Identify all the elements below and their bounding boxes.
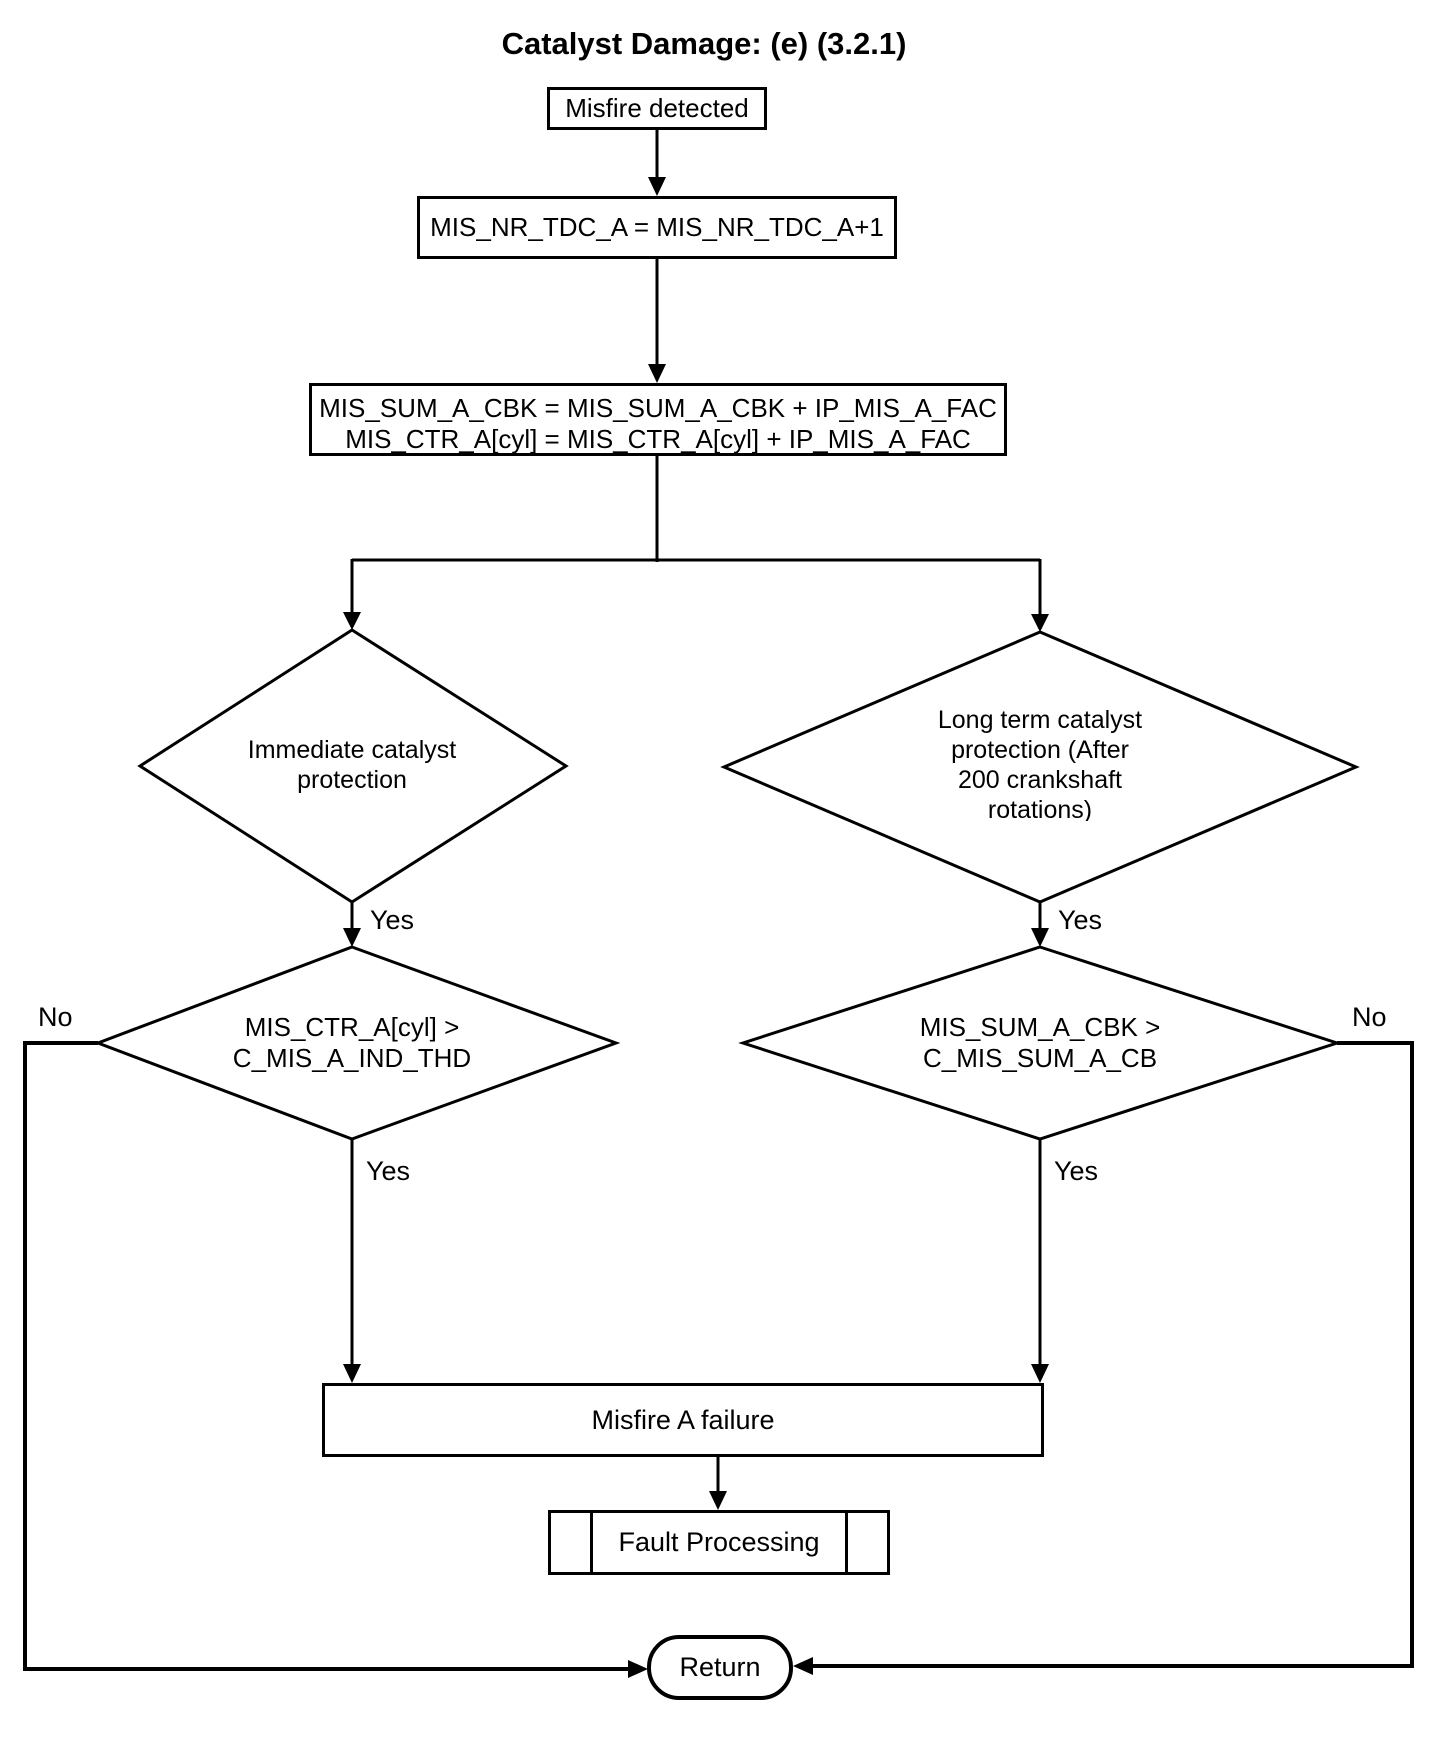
edge-ctr-no bbox=[23, 1041, 629, 1671]
label-longterm-yes: Yes bbox=[1058, 905, 1103, 935]
decision-ctr-threshold-label: MIS_CTR_A[cyl] > C_MIS_A_IND_THD bbox=[212, 1012, 492, 1074]
decision-sum-threshold-label: MIS_SUM_A_CBK > C_MIS_SUM_A_CB bbox=[890, 1012, 1190, 1074]
node-increment-tdc: MIS_NR_TDC_A = MIS_NR_TDC_A+1 bbox=[417, 196, 897, 259]
node-fault-processing: Fault Processing bbox=[548, 1510, 890, 1575]
label-ctr-yes: Yes bbox=[366, 1156, 411, 1186]
text-line: MIS_SUM_A_CBK > bbox=[919, 1012, 1161, 1042]
label-sum-yes: Yes bbox=[1054, 1156, 1099, 1186]
subroutine-bar bbox=[590, 1513, 593, 1572]
arrow-head-down bbox=[1031, 1364, 1049, 1383]
node-misfire-failure: Misfire A failure bbox=[322, 1383, 1044, 1457]
arrow-head-down bbox=[343, 928, 361, 947]
node-increment-tdc-label: MIS_NR_TDC_A = MIS_NR_TDC_A+1 bbox=[430, 212, 884, 242]
text-line: protection bbox=[297, 766, 407, 794]
arrow-head-down bbox=[343, 612, 361, 630]
page-title: Catalyst Damage: (e) (3.2.1) bbox=[501, 26, 907, 61]
text-line: Long term catalyst bbox=[937, 706, 1143, 734]
node-accumulate-label: MIS_SUM_A_CBK = MIS_SUM_A_CBK + IP_MIS_A… bbox=[312, 386, 1004, 454]
node-return-label: Return bbox=[679, 1652, 761, 1682]
text-line: protection (After bbox=[951, 736, 1129, 764]
node-fault-processing-label: Fault Processing bbox=[618, 1527, 820, 1557]
subroutine-bar bbox=[845, 1513, 848, 1572]
arrow-head-down bbox=[648, 364, 666, 383]
text-line: rotations) bbox=[987, 796, 1093, 821]
arrow-head-down bbox=[343, 1364, 361, 1383]
text-line: MIS_CTR_A[cyl] > bbox=[244, 1012, 460, 1042]
decision-longterm-protection-label: Long term catalyst protection (After 200… bbox=[890, 705, 1190, 821]
decision-immediate-protection-label: Immediate catalyst protection bbox=[227, 735, 477, 795]
arrow-head-down bbox=[648, 177, 666, 196]
text-line: C_MIS_SUM_A_CB bbox=[922, 1043, 1158, 1073]
label-ctr-no: No bbox=[38, 1002, 73, 1032]
node-accumulate: MIS_SUM_A_CBK = MIS_SUM_A_CBK + IP_MIS_A… bbox=[309, 383, 1007, 456]
text-line: 200 crankshaft bbox=[958, 766, 1122, 794]
text-line: Immediate catalyst bbox=[247, 736, 457, 764]
arrow-head-down bbox=[1031, 614, 1049, 632]
text-line: MIS_SUM_A_CBK = MIS_SUM_A_CBK + IP_MIS_A… bbox=[319, 393, 997, 423]
edge-sum-no bbox=[812, 1041, 1414, 1668]
arrow-head-down bbox=[1031, 928, 1049, 947]
node-misfire-failure-label: Misfire A failure bbox=[591, 1404, 775, 1435]
text-line: MIS_CTR_A[cyl] = MIS_CTR_A[cyl] + IP_MIS… bbox=[345, 424, 971, 454]
node-misfire-detected: Misfire detected bbox=[547, 87, 767, 130]
label-immediate-yes: Yes bbox=[370, 905, 415, 935]
text-line: C_MIS_A_IND_THD bbox=[232, 1043, 472, 1073]
node-misfire-detected-label: Misfire detected bbox=[565, 93, 749, 123]
arrow-head-right bbox=[628, 1660, 648, 1678]
arrow-head-left bbox=[793, 1657, 813, 1675]
node-return: Return bbox=[647, 1635, 793, 1700]
label-sum-no: No bbox=[1352, 1002, 1387, 1032]
arrow-head-down bbox=[709, 1491, 727, 1510]
